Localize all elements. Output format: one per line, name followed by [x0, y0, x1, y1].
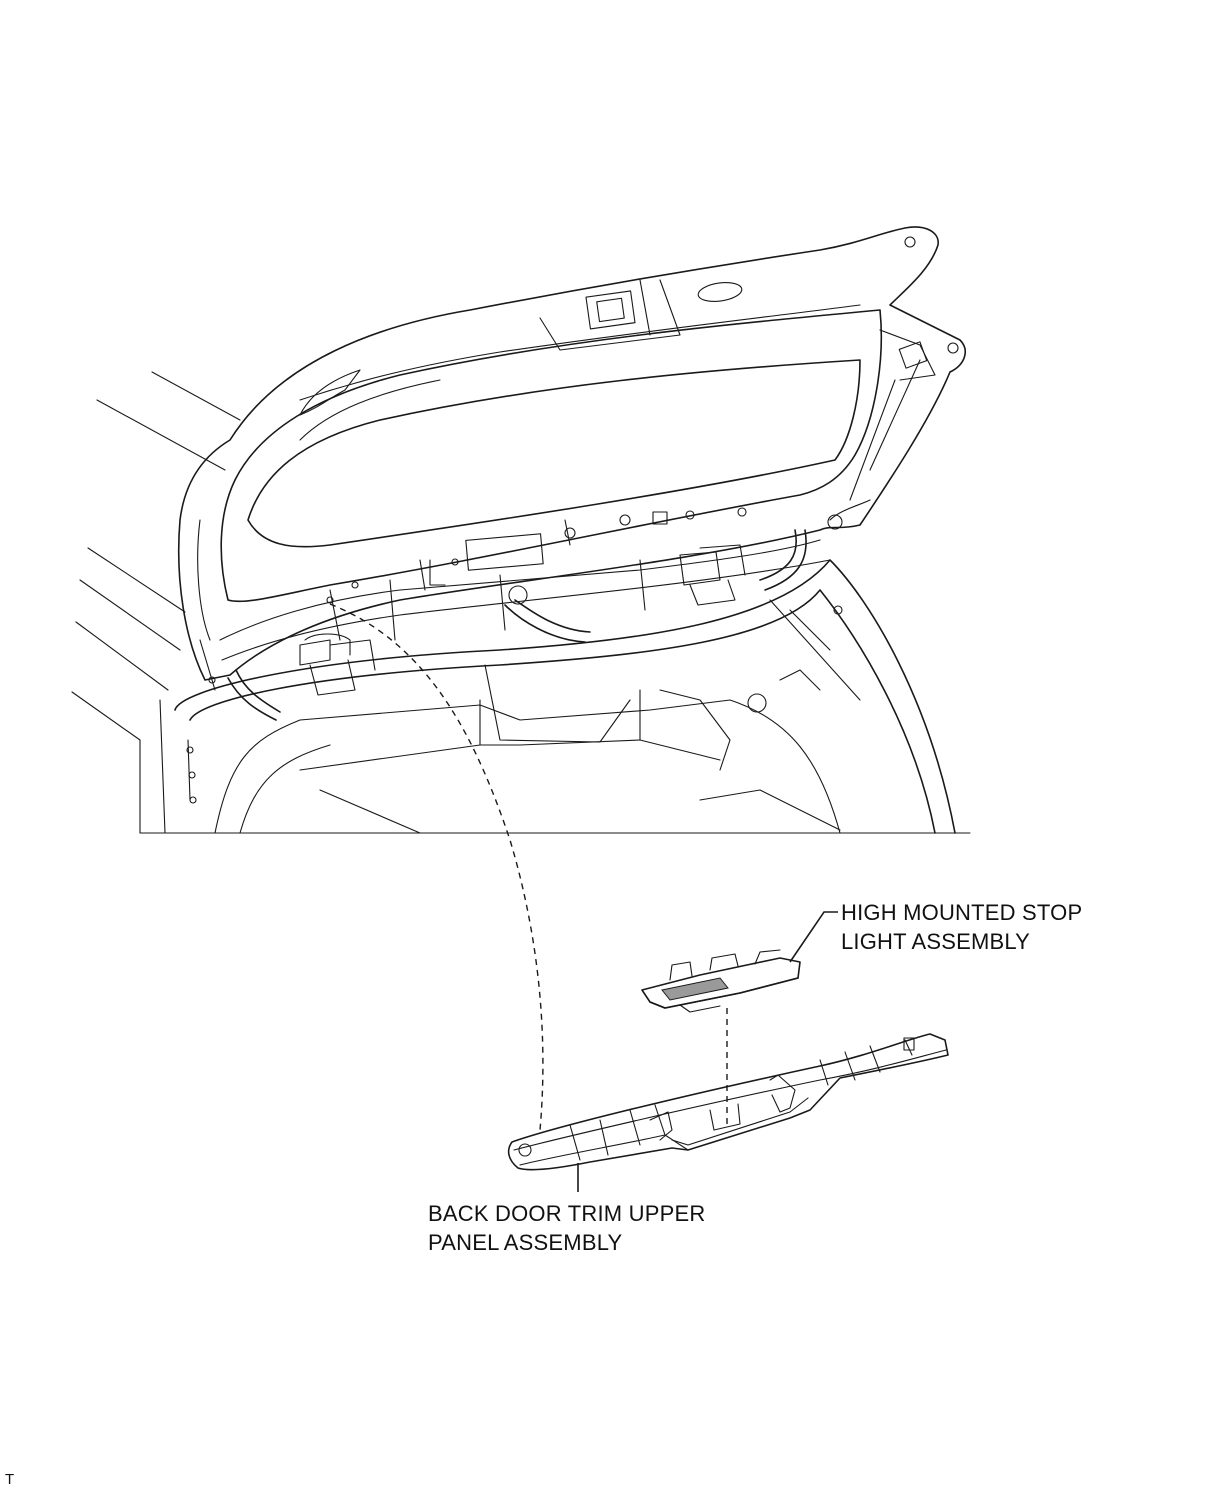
leader-stop-light: [789, 911, 838, 963]
alignment-line-trim: [329, 603, 544, 1131]
label-stop-light-line2: LIGHT ASSEMBLY: [841, 929, 1031, 954]
label-stop-light-line1: HIGH MOUNTED STOP: [841, 900, 1083, 925]
label-trim-panel-line2: PANEL ASSEMBLY: [428, 1230, 623, 1255]
label-trim-panel-line1: BACK DOOR TRIM UPPER: [428, 1201, 706, 1226]
vehicle-body: [71, 371, 971, 834]
high-mounted-stop-light: [641, 949, 801, 1013]
label-back-door-trim-upper-panel: BACK DOOR TRIM UPPER PANEL ASSEMBLY: [428, 1199, 705, 1257]
corner-code: T: [5, 1471, 15, 1488]
back-door: [177, 226, 966, 721]
label-high-mounted-stop-light: HIGH MOUNTED STOP LIGHT ASSEMBLY: [841, 898, 1082, 956]
back-door-trim-upper-panel: [507, 1033, 949, 1171]
